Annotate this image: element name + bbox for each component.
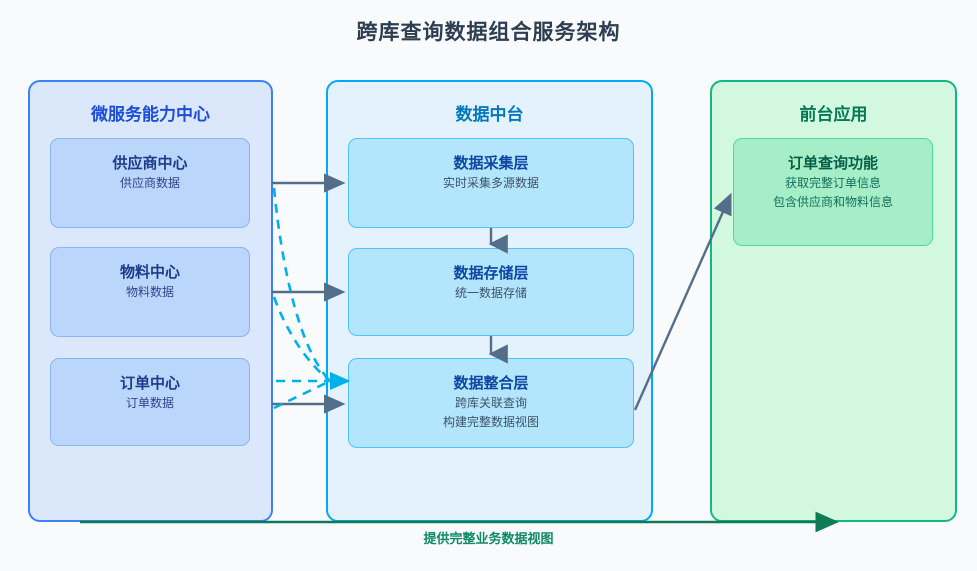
card-order-query-feature-sub: 获取完整订单信息 [784, 176, 881, 190]
page-title: 跨库查询数据组合服务架构 [356, 21, 621, 44]
card-supplier-center[interactable]: 供应商中心 供应商数据 [50, 138, 250, 228]
card-data-integration-layer-sub: 跨库关联查询 [454, 396, 527, 410]
card-order-center-title: 订单中心 [119, 375, 180, 392]
card-supplier-center-sub: 供应商数据 [119, 176, 180, 190]
card-data-collection-layer-sub: 实时采集多源数据 [442, 176, 539, 190]
card-data-storage-layer-title: 数据存储层 [453, 265, 529, 282]
card-order-center-sub: 订单数据 [125, 396, 174, 410]
card-data-integration-layer-title: 数据整合层 [453, 375, 529, 392]
dashed-flow-order [273, 379, 331, 410]
card-material-center[interactable]: 物料中心 物料数据 [50, 247, 250, 337]
card-order-query-feature-title: 订单查询功能 [787, 155, 878, 172]
card-material-center-sub: 物料数据 [125, 285, 174, 299]
bottom-flow-label: 提供完整业务数据视图 [423, 531, 554, 546]
card-order-center[interactable]: 订单中心 订单数据 [50, 358, 250, 446]
card-material-center-title: 物料中心 [119, 264, 180, 281]
card-data-integration-layer[interactable]: 数据整合层 跨库关联查询 构建完整数据视图 [348, 358, 634, 448]
card-data-collection-layer[interactable]: 数据采集层 实时采集多源数据 [348, 138, 634, 228]
dashed-flow-supplier [272, 187, 331, 382]
card-supplier-center-title: 供应商中心 [112, 155, 188, 172]
card-data-storage-layer-sub: 统一数据存储 [454, 286, 527, 300]
card-data-storage-layer[interactable]: 数据存储层 统一数据存储 [348, 248, 634, 336]
card-order-query-feature-sub2: 包含供应商和物料信息 [772, 195, 893, 209]
panel-microservice-center-title: 微服务能力中心 [91, 105, 210, 124]
panel-data-platform-title: 数据中台 [455, 105, 524, 124]
card-data-collection-layer-title: 数据采集层 [453, 155, 529, 172]
dashed-flow-material [272, 296, 331, 383]
panel-frontend-app-title: 前台应用 [799, 105, 868, 124]
card-order-query-feature[interactable]: 订单查询功能 获取完整订单信息 包含供应商和物料信息 [733, 138, 933, 246]
card-data-integration-layer-sub2: 构建完整数据视图 [442, 415, 539, 429]
